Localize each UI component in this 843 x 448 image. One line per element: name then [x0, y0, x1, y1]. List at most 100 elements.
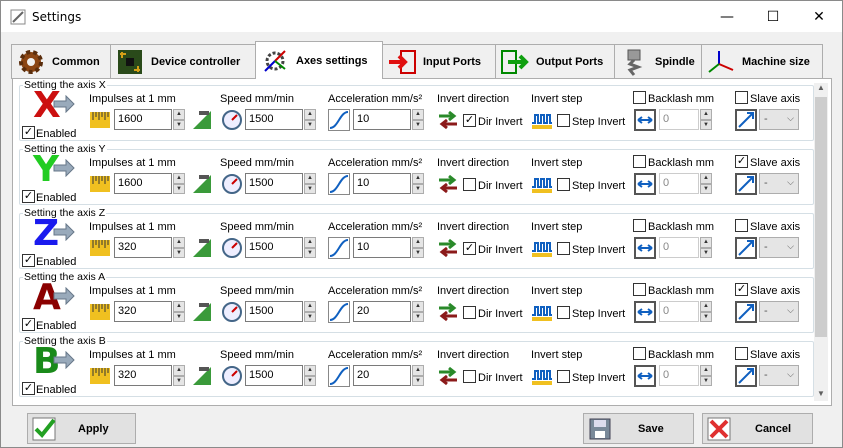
- backlash-spinbox-value[interactable]: 0: [659, 365, 699, 386]
- spin-up-icon[interactable]: ▲: [700, 301, 712, 312]
- impulses-spinbox-arrows[interactable]: ▲▼: [173, 173, 185, 194]
- acceleration-spinbox[interactable]: 20▲▼: [353, 365, 424, 386]
- acceleration-spinbox[interactable]: 20▲▼: [353, 301, 424, 322]
- spin-down-icon[interactable]: ▼: [173, 247, 185, 258]
- backlash-checkbox[interactable]: [633, 347, 646, 360]
- spin-down-icon[interactable]: ▼: [304, 247, 316, 258]
- backlash-spinbox-arrows[interactable]: ▲▼: [700, 365, 712, 386]
- backlash-spinbox-value[interactable]: 0: [659, 109, 699, 130]
- speed-spinbox[interactable]: 1500▲▼: [245, 173, 316, 194]
- speed-spinbox-arrows[interactable]: ▲▼: [304, 365, 316, 386]
- calibrate-icon[interactable]: [191, 365, 213, 387]
- tab-device-controller[interactable]: Device controller: [110, 44, 256, 79]
- spin-up-icon[interactable]: ▲: [700, 237, 712, 248]
- tab-input-ports[interactable]: Input Ports: [382, 44, 496, 79]
- vertical-scrollbar[interactable]: ▲ ▼: [814, 83, 828, 401]
- spin-up-icon[interactable]: ▲: [412, 173, 424, 184]
- spin-up-icon[interactable]: ▲: [412, 237, 424, 248]
- backlash-checkbox[interactable]: [633, 219, 646, 232]
- acceleration-spinbox[interactable]: 10▲▼: [353, 173, 424, 194]
- impulses-spinbox-value[interactable]: 320: [114, 237, 172, 258]
- backlash-checkbox[interactable]: [633, 283, 646, 296]
- slave-axis-checkbox[interactable]: [735, 91, 748, 104]
- speed-spinbox-value[interactable]: 1500: [245, 237, 303, 258]
- backlash-spinbox[interactable]: 0▲▼: [659, 173, 712, 194]
- spin-down-icon[interactable]: ▼: [412, 183, 424, 194]
- impulses-spinbox[interactable]: 320▲▼: [114, 237, 185, 258]
- calibrate-icon[interactable]: [191, 173, 213, 195]
- spin-down-icon[interactable]: ▼: [173, 311, 185, 322]
- backlash-spinbox-value[interactable]: 0: [659, 173, 699, 194]
- tab-machine-size[interactable]: Machine size: [701, 44, 823, 79]
- backlash-spinbox-value[interactable]: 0: [659, 301, 699, 322]
- spin-down-icon[interactable]: ▼: [412, 311, 424, 322]
- backlash-spinbox-arrows[interactable]: ▲▼: [700, 109, 712, 130]
- impulses-spinbox-arrows[interactable]: ▲▼: [173, 237, 185, 258]
- backlash-spinbox-arrows[interactable]: ▲▼: [700, 301, 712, 322]
- acceleration-spinbox-value[interactable]: 10: [353, 109, 411, 130]
- calibrate-icon[interactable]: [191, 109, 213, 131]
- enabled-checkbox[interactable]: ✓: [22, 190, 35, 203]
- dir-invert-checkbox[interactable]: [463, 370, 476, 383]
- impulses-spinbox-value[interactable]: 1600: [114, 109, 172, 130]
- acceleration-spinbox[interactable]: 10▲▼: [353, 237, 424, 258]
- acceleration-spinbox-arrows[interactable]: ▲▼: [412, 173, 424, 194]
- step-invert-checkbox[interactable]: [557, 370, 570, 383]
- backlash-spinbox-arrows[interactable]: ▲▼: [700, 173, 712, 194]
- spin-down-icon[interactable]: ▼: [700, 311, 712, 322]
- speed-spinbox-value[interactable]: 1500: [245, 301, 303, 322]
- spin-down-icon[interactable]: ▼: [173, 375, 185, 386]
- spin-down-icon[interactable]: ▼: [304, 183, 316, 194]
- spin-up-icon[interactable]: ▲: [173, 365, 185, 376]
- enabled-checkbox[interactable]: ✓: [22, 126, 35, 139]
- spin-up-icon[interactable]: ▲: [700, 173, 712, 184]
- impulses-spinbox-value[interactable]: 320: [114, 301, 172, 322]
- impulses-spinbox[interactable]: 320▲▼: [114, 301, 185, 322]
- spin-up-icon[interactable]: ▲: [412, 365, 424, 376]
- spin-up-icon[interactable]: ▲: [304, 237, 316, 248]
- backlash-checkbox[interactable]: [633, 91, 646, 104]
- cancel-button[interactable]: Cancel: [702, 413, 813, 444]
- calibrate-icon[interactable]: [191, 237, 213, 259]
- step-invert-checkbox[interactable]: [557, 306, 570, 319]
- enabled-checkbox[interactable]: ✓: [22, 318, 35, 331]
- spin-up-icon[interactable]: ▲: [304, 365, 316, 376]
- backlash-spinbox[interactable]: 0▲▼: [659, 365, 712, 386]
- impulses-spinbox-arrows[interactable]: ▲▼: [173, 109, 185, 130]
- acceleration-spinbox-value[interactable]: 10: [353, 173, 411, 194]
- spin-up-icon[interactable]: ▲: [173, 301, 185, 312]
- impulses-spinbox-arrows[interactable]: ▲▼: [173, 301, 185, 322]
- apply-button[interactable]: Apply: [27, 413, 136, 444]
- impulses-spinbox-value[interactable]: 320: [114, 365, 172, 386]
- slave-axis-select[interactable]: -⌵: [759, 237, 799, 258]
- maximize-button[interactable]: ☐: [766, 8, 780, 25]
- spin-up-icon[interactable]: ▲: [304, 109, 316, 120]
- step-invert-checkbox[interactable]: [557, 242, 570, 255]
- acceleration-spinbox-arrows[interactable]: ▲▼: [412, 301, 424, 322]
- dir-invert-checkbox[interactable]: ✓: [463, 114, 476, 127]
- speed-spinbox[interactable]: 1500▲▼: [245, 365, 316, 386]
- spin-up-icon[interactable]: ▲: [412, 109, 424, 120]
- spin-down-icon[interactable]: ▼: [304, 119, 316, 130]
- spin-up-icon[interactable]: ▲: [700, 109, 712, 120]
- backlash-spinbox[interactable]: 0▲▼: [659, 301, 712, 322]
- spin-down-icon[interactable]: ▼: [304, 311, 316, 322]
- scroll-down-arrow-icon[interactable]: ▼: [817, 389, 825, 398]
- spin-down-icon[interactable]: ▼: [304, 375, 316, 386]
- spin-down-icon[interactable]: ▼: [412, 247, 424, 258]
- close-window-button[interactable]: ✕: [813, 8, 825, 25]
- speed-spinbox-arrows[interactable]: ▲▼: [304, 301, 316, 322]
- slave-axis-checkbox[interactable]: [735, 219, 748, 232]
- acceleration-spinbox-value[interactable]: 20: [353, 301, 411, 322]
- step-invert-checkbox[interactable]: [557, 114, 570, 127]
- spin-up-icon[interactable]: ▲: [304, 301, 316, 312]
- speed-spinbox-arrows[interactable]: ▲▼: [304, 109, 316, 130]
- spin-down-icon[interactable]: ▼: [173, 183, 185, 194]
- tab-output-ports[interactable]: Output Ports: [495, 44, 615, 79]
- step-invert-checkbox[interactable]: [557, 178, 570, 191]
- speed-spinbox[interactable]: 1500▲▼: [245, 109, 316, 130]
- tab-axes-settings[interactable]: Axes settings: [255, 41, 383, 79]
- spin-down-icon[interactable]: ▼: [412, 119, 424, 130]
- speed-spinbox-value[interactable]: 1500: [245, 173, 303, 194]
- dir-invert-checkbox[interactable]: [463, 178, 476, 191]
